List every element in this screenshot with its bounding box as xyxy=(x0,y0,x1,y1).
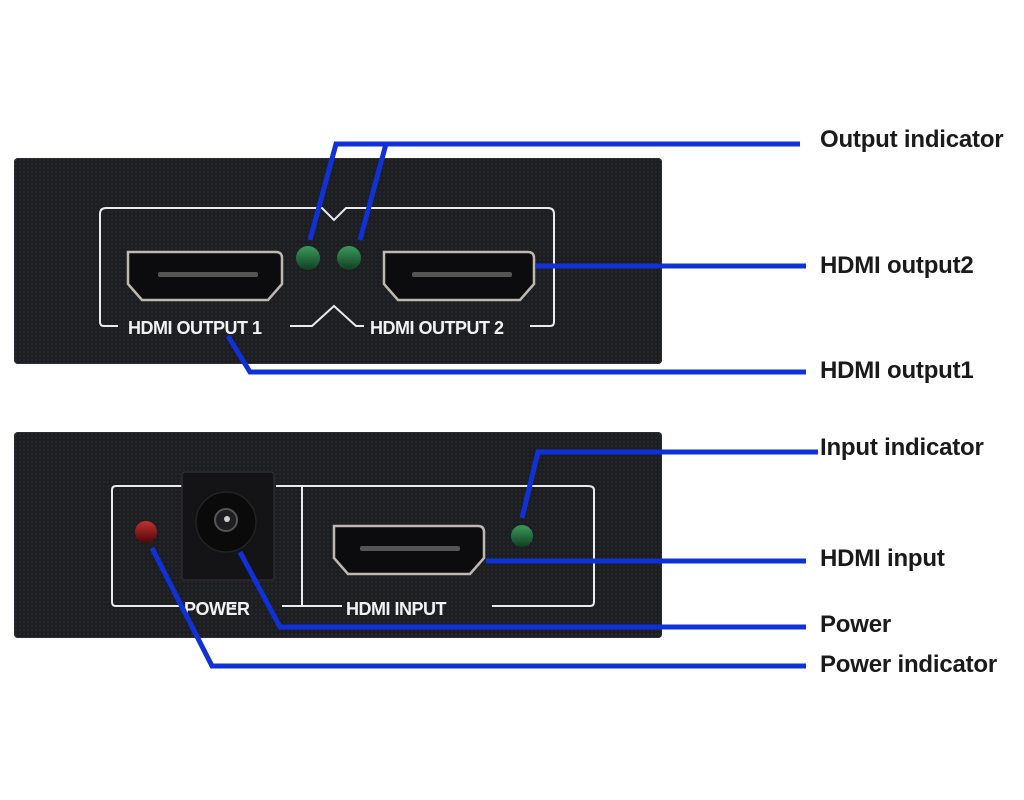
hdmi-output-1-silk-label: HDMI OUTPUT 1 xyxy=(128,318,262,338)
hdmi-output-2-silk-label: HDMI OUTPUT 2 xyxy=(370,318,504,338)
power-indicator-led xyxy=(135,521,157,543)
power-indicator-leader-line xyxy=(149,546,806,669)
input-indicator-leader-line xyxy=(519,449,818,519)
callout-power-indicator: Power indicator xyxy=(820,651,998,678)
hdmi-input-silk-label: HDMI INPUT xyxy=(346,599,446,619)
hdmi-output-1-pins xyxy=(158,272,258,277)
output-indicator-led-2 xyxy=(337,246,361,270)
hdmi-output-2-pins xyxy=(412,272,512,277)
output-indicator-leader-line xyxy=(307,141,800,241)
hdmi-output1-leader-line xyxy=(225,334,806,375)
callout-output-indicator: Output indicator xyxy=(820,126,1004,153)
input-indicator-led xyxy=(511,525,533,547)
back-silkscreen-frame xyxy=(111,485,595,607)
splitter-back-panel xyxy=(14,432,662,638)
power-leader-line xyxy=(237,550,806,630)
hdmi-input-port xyxy=(332,524,486,576)
hdmi-output-1-port xyxy=(126,250,284,302)
hdmi-output-2-port xyxy=(382,250,536,302)
front-silkscreen-frame xyxy=(99,207,555,327)
callout-input-indicator: Input indicator xyxy=(820,434,984,461)
power-jack xyxy=(181,471,275,581)
callout-hdmi-output2: HDMI output2 xyxy=(820,252,974,279)
hdmi-input-pins xyxy=(360,546,460,551)
callout-hdmi-output1: HDMI output1 xyxy=(820,357,974,384)
output-indicator-led-1 xyxy=(296,246,320,270)
callout-hdmi-input: HDMI input xyxy=(820,545,945,572)
power-silk-label: POWER xyxy=(184,599,250,619)
callout-power: Power xyxy=(820,611,892,638)
